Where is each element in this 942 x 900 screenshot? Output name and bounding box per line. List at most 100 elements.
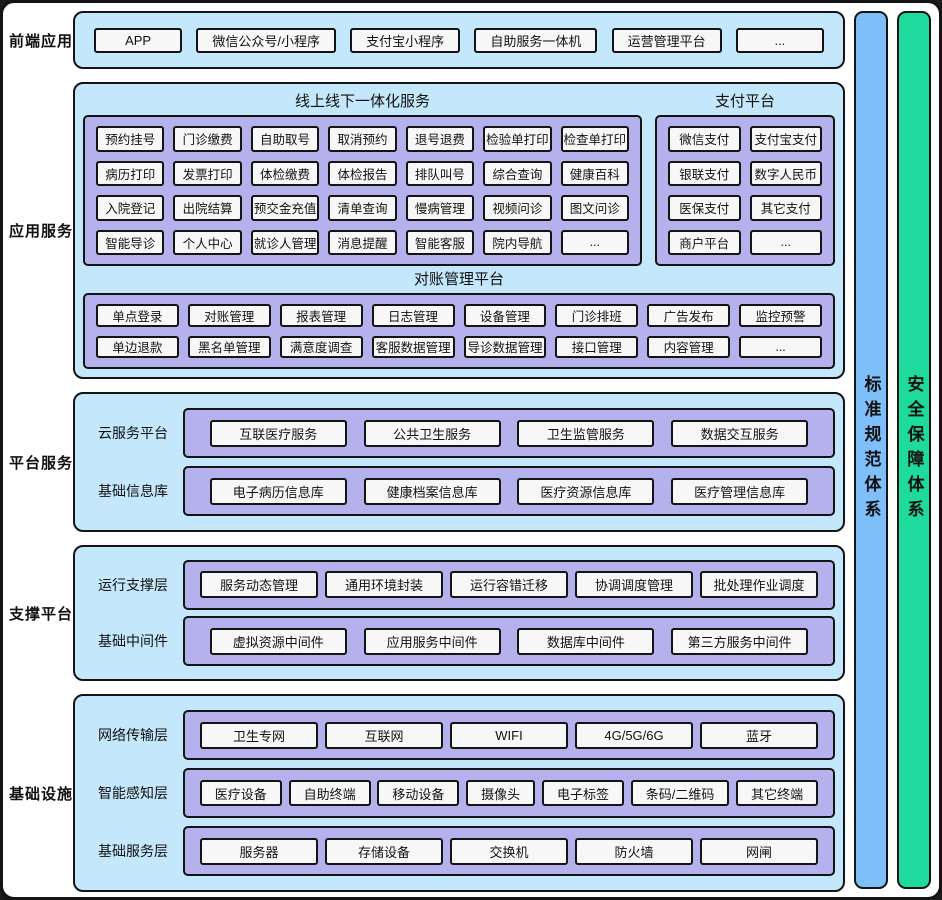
service-box: 排队叫号 xyxy=(405,160,475,186)
info-db-box: 医疗管理信息库 xyxy=(671,477,809,505)
payment-box: 医保支付 xyxy=(668,195,741,221)
base-info-label: 基础信息库 xyxy=(98,483,168,499)
reconciliation-grid: 单点登录对账管理报表管理日志管理设备管理门诊排班广告发布监控预警单边退款黑名单管… xyxy=(83,293,835,369)
base-service-layer-label: 基础服务层 xyxy=(98,843,168,859)
network-box: WIFI xyxy=(450,721,568,749)
layer-infrastructure-label: 基础设施 xyxy=(9,785,74,803)
service-box: 智能导诊 xyxy=(96,229,165,255)
payment-box: 商户平台 xyxy=(668,229,741,255)
sensing-layer-row: 智能感知层 医疗设备自助终端移动设备摄像头电子标签条码/二维码其它终端 xyxy=(83,768,835,818)
service-box: 取消预约 xyxy=(328,126,397,152)
layer-platform-label: 平台服务 xyxy=(9,454,74,472)
management-box: 黑名单管理 xyxy=(187,335,271,358)
service-box: 体检报告 xyxy=(328,160,397,186)
sensing-layer-label: 智能感知层 xyxy=(98,785,168,801)
device-box: 医疗设备 xyxy=(199,780,282,806)
service-box: 检验单打印 xyxy=(483,126,552,152)
payment-box: 微信支付 xyxy=(668,126,741,152)
service-box: ... xyxy=(560,229,629,255)
payment-box: 数字人民币 xyxy=(749,160,822,186)
payment-box: ... xyxy=(749,229,822,255)
platform-panel: 云服务平台 互联医疗服务公共卫生服务卫生监管服务数据交互服务 基础信息库 电子病… xyxy=(73,392,845,532)
runtime-support-label: 运行支撑层 xyxy=(98,576,168,593)
device-box: 自助终端 xyxy=(288,780,371,806)
base-info-row: 基础信息库 电子病历信息库健康档案信息库医疗资源信息库医疗管理信息库 xyxy=(83,466,835,516)
service-box: 视频问诊 xyxy=(483,195,552,221)
device-box: 摄像头 xyxy=(466,780,536,806)
application-top-area: 线上线下一体化服务 预约挂号门诊缴费自助取号取消预约退号退费检验单打印检查单打印… xyxy=(83,88,835,266)
standards-system-bar-label: 标准规范体系 xyxy=(861,375,881,525)
service-box: 体检缴费 xyxy=(250,160,320,186)
runtime-box: 运行容错迁移 xyxy=(450,571,568,599)
cloud-services-row: 云服务平台 互联医疗服务公共卫生服务卫生监管服务数据交互服务 xyxy=(83,408,835,458)
management-box: 内容管理 xyxy=(647,335,731,358)
frontend-app-box: APP xyxy=(94,27,183,53)
runtime-box: 服务动态管理 xyxy=(200,571,318,599)
runtime-box: 协调调度管理 xyxy=(575,571,693,599)
payment-grid: 微信支付支付宝支付银联支付数字人民币医保支付其它支付商户平台... xyxy=(655,115,835,266)
network-layer-label: 网络传输层 xyxy=(98,727,168,743)
service-box: 慢病管理 xyxy=(405,195,475,221)
service-box: 发票打印 xyxy=(173,160,242,186)
layer-frontend-label: 前端应用 xyxy=(9,32,74,50)
frontend-app-box: 微信公众号/小程序 xyxy=(196,27,336,53)
info-db-box: 健康档案信息库 xyxy=(363,477,501,505)
info-db-box: 医疗资源信息库 xyxy=(517,477,655,505)
hardware-box: 网闸 xyxy=(700,837,818,865)
network-box: 卫生专网 xyxy=(200,721,318,749)
service-box: 图文问诊 xyxy=(560,195,629,221)
service-box: 病历打印 xyxy=(96,160,165,186)
cloud-services-group: 互联医疗服务公共卫生服务卫生监管服务数据交互服务 xyxy=(183,408,835,458)
network-box: 互联网 xyxy=(325,721,443,749)
service-box: 自助取号 xyxy=(250,126,320,152)
info-db-box: 电子病历信息库 xyxy=(209,477,347,505)
service-box: 综合查询 xyxy=(483,160,552,186)
payment-box: 支付宝支付 xyxy=(749,126,822,152)
service-box: 出院结算 xyxy=(173,195,242,221)
service-box: 清单查询 xyxy=(328,195,397,221)
runtime-support-row: 运行支撑层 服务动态管理通用环境封装运行容错迁移协调调度管理批处理作业调度 xyxy=(83,559,835,610)
layer-application-label: 应用服务 xyxy=(9,223,74,240)
frontend-app-box: 运营管理平台 xyxy=(611,27,722,53)
base-service-layer-row: 基础服务层 服务器存储设备交换机防火墙网闸 xyxy=(83,826,835,876)
service-box: 消息提醒 xyxy=(328,229,397,255)
management-box: 导诊数据管理 xyxy=(463,335,547,358)
application-panel: 线上线下一体化服务 预约挂号门诊缴费自助取号取消预约退号退费检验单打印检查单打印… xyxy=(73,82,845,379)
management-box: 客服数据管理 xyxy=(371,335,455,358)
online-offline-title: 线上线下一体化服务 xyxy=(294,93,430,110)
network-box: 蓝牙 xyxy=(700,721,818,749)
sensing-layer-group: 医疗设备自助终端移动设备摄像头电子标签条码/二维码其它终端 xyxy=(183,768,835,818)
service-box: 退号退费 xyxy=(405,126,475,152)
hardware-box: 服务器 xyxy=(200,837,318,865)
service-box: 入院登记 xyxy=(96,195,165,221)
service-box: 院内导航 xyxy=(483,229,552,255)
management-box: 门诊排班 xyxy=(555,304,639,327)
online-offline-grid: 预约挂号门诊缴费自助取号取消预约退号退费检验单打印检查单打印病历打印发票打印体检… xyxy=(83,115,642,266)
management-box: 广告发布 xyxy=(647,304,731,327)
frontend-app-box: 支付宝小程序 xyxy=(350,27,461,53)
management-box: ... xyxy=(739,335,822,358)
middleware-row: 基础中间件 虚拟资源中间件应用服务中间件数据库中间件第三方服务中间件 xyxy=(83,616,835,667)
layer-support: 支撑平台 运行支撑层 服务动态管理通用环境封装运行容错迁移协调调度管理批处理作业… xyxy=(9,545,845,681)
payment-box: 银联支付 xyxy=(668,160,741,186)
management-box: 报表管理 xyxy=(279,304,363,327)
service-box: 预交金充值 xyxy=(250,195,320,221)
hardware-box: 交换机 xyxy=(450,837,568,865)
management-box: 对账管理 xyxy=(187,304,271,327)
runtime-support-group: 服务动态管理通用环境封装运行容错迁移协调调度管理批处理作业调度 xyxy=(183,559,835,610)
middleware-box: 应用服务中间件 xyxy=(363,627,501,655)
standards-system-bar: 标准规范体系 xyxy=(854,11,888,889)
service-box: 健康百科 xyxy=(560,160,629,186)
management-box: 单点登录 xyxy=(96,304,179,327)
payment-title: 支付平台 xyxy=(714,93,775,110)
service-box: 检查单打印 xyxy=(560,126,629,152)
middleware-label: 基础中间件 xyxy=(98,633,168,650)
service-box: 智能客服 xyxy=(405,229,475,255)
service-box: 门诊缴费 xyxy=(173,126,242,152)
